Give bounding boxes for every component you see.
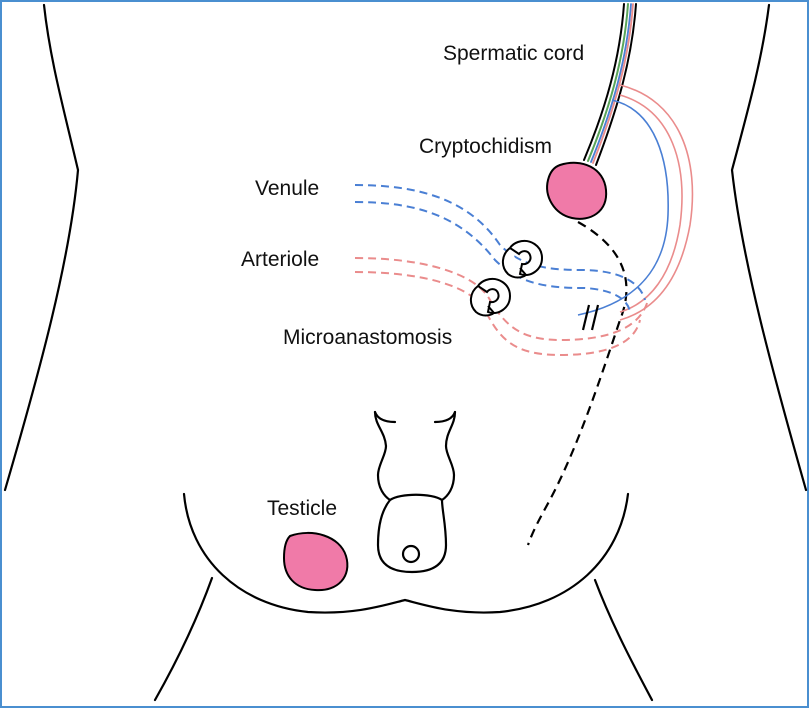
urethral-opening (401, 544, 421, 564)
label-microanastomosis: Microanastomosis (283, 326, 452, 349)
left-leg (153, 576, 214, 702)
right-leg (593, 578, 654, 702)
label-venule: Venule (255, 177, 319, 200)
cord-green (587, 3, 629, 162)
label-arteriole: Arteriole (241, 248, 319, 271)
body-outline (3, 3, 808, 702)
penis-base (373, 410, 392, 502)
descent-path (526, 221, 628, 546)
cryptorchid-testis (546, 161, 608, 220)
descended-testicle (282, 531, 349, 592)
cord-pink (592, 3, 634, 164)
arteriole-dashed (354, 257, 649, 357)
penis (373, 410, 457, 574)
left-flank (3, 3, 80, 492)
ligation-marks (581, 304, 600, 331)
label-testicle: Testicle (267, 497, 337, 520)
cord-outer-left (583, 3, 625, 161)
glans (376, 493, 448, 574)
moved-arteriole-inner (619, 94, 683, 313)
spermatic-cord (583, 3, 637, 166)
left-thigh-line (182, 492, 630, 614)
label-cryptochidism: Cryptochidism (419, 135, 552, 158)
anastomosis-ring-arteriole (470, 278, 512, 317)
moved-venule-solid (577, 99, 669, 316)
anastomosis-ring-venule (502, 240, 544, 279)
moved-arteriole-outer (619, 84, 694, 321)
penis-top-left (373, 410, 397, 424)
cord-blue (590, 3, 632, 163)
penis-base-right (440, 410, 457, 502)
penis-top-right (433, 410, 457, 424)
right-flank (730, 3, 808, 492)
microanastomosis-rings (470, 240, 544, 317)
label-spermatic-cord: Spermatic cord (443, 42, 584, 65)
